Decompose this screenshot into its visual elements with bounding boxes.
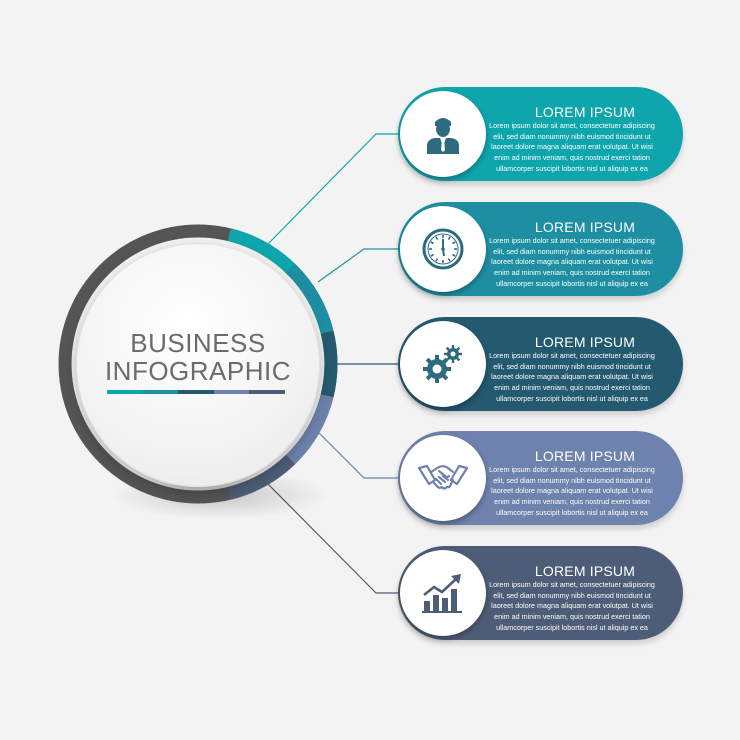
hub-bar-segment-2 bbox=[142, 390, 179, 394]
item-title-2: LOREM IPSUM bbox=[534, 219, 636, 235]
handshake-icon bbox=[400, 435, 486, 521]
hub-title-line-1: BUSINESS bbox=[130, 328, 266, 358]
hub-ring-segment-3 bbox=[320, 330, 338, 398]
item-card-2: LOREM IPSUM Lorem ipsum dolor sit amet, … bbox=[398, 202, 683, 296]
hub-bar-segment-5 bbox=[249, 390, 285, 394]
gears-icon bbox=[400, 321, 486, 407]
connector-line-5 bbox=[267, 483, 398, 594]
growth-chart-icon bbox=[400, 550, 486, 636]
businessman-icon bbox=[400, 91, 486, 177]
clock-icon bbox=[400, 206, 486, 292]
item-text-5: Lorem ipsum dolor sit amet, consectetuer… bbox=[489, 580, 655, 632]
connector-line-4 bbox=[317, 431, 398, 479]
item-title-1: LOREM IPSUM bbox=[534, 104, 636, 120]
hub-ring-segment-2 bbox=[285, 263, 334, 334]
hub-title-line-2: INFOGRAPHIC bbox=[104, 356, 292, 386]
item-card-4: LOREM IPSUM Lorem ipsum dolor sit amet, … bbox=[398, 431, 683, 525]
hub-ring-segment-4 bbox=[285, 394, 334, 465]
item-card-3: LOREM IPSUM Lorem ipsum dolor sit amet, … bbox=[398, 317, 683, 411]
connector-line-2 bbox=[317, 248, 398, 283]
hub-ring-segment-5 bbox=[227, 454, 296, 500]
item-title-3: LOREM IPSUM bbox=[534, 334, 636, 350]
hub-bar-segment-3 bbox=[178, 390, 214, 394]
hub-bar-segment-1 bbox=[107, 390, 143, 394]
hub-bar-segment-4 bbox=[213, 390, 250, 394]
hub-disc bbox=[76, 243, 320, 487]
connector-line-1 bbox=[267, 133, 398, 245]
item-text-3: Lorem ipsum dolor sit amet, consectetuer… bbox=[489, 351, 655, 403]
item-card-1: LOREM IPSUM Lorem ipsum dolor sit amet, … bbox=[398, 87, 683, 181]
item-text-2: Lorem ipsum dolor sit amet, consectetuer… bbox=[489, 236, 655, 288]
hub-ring-segment-1 bbox=[227, 228, 296, 274]
item-card-5: LOREM IPSUM Lorem ipsum dolor sit amet, … bbox=[398, 546, 683, 640]
item-title-5: LOREM IPSUM bbox=[534, 563, 636, 579]
hub-color-bar bbox=[107, 390, 285, 394]
item-text-1: Lorem ipsum dolor sit amet, consectetuer… bbox=[489, 121, 655, 173]
item-title-4: LOREM IPSUM bbox=[534, 448, 636, 464]
item-text-4: Lorem ipsum dolor sit amet, consectetuer… bbox=[489, 465, 655, 517]
